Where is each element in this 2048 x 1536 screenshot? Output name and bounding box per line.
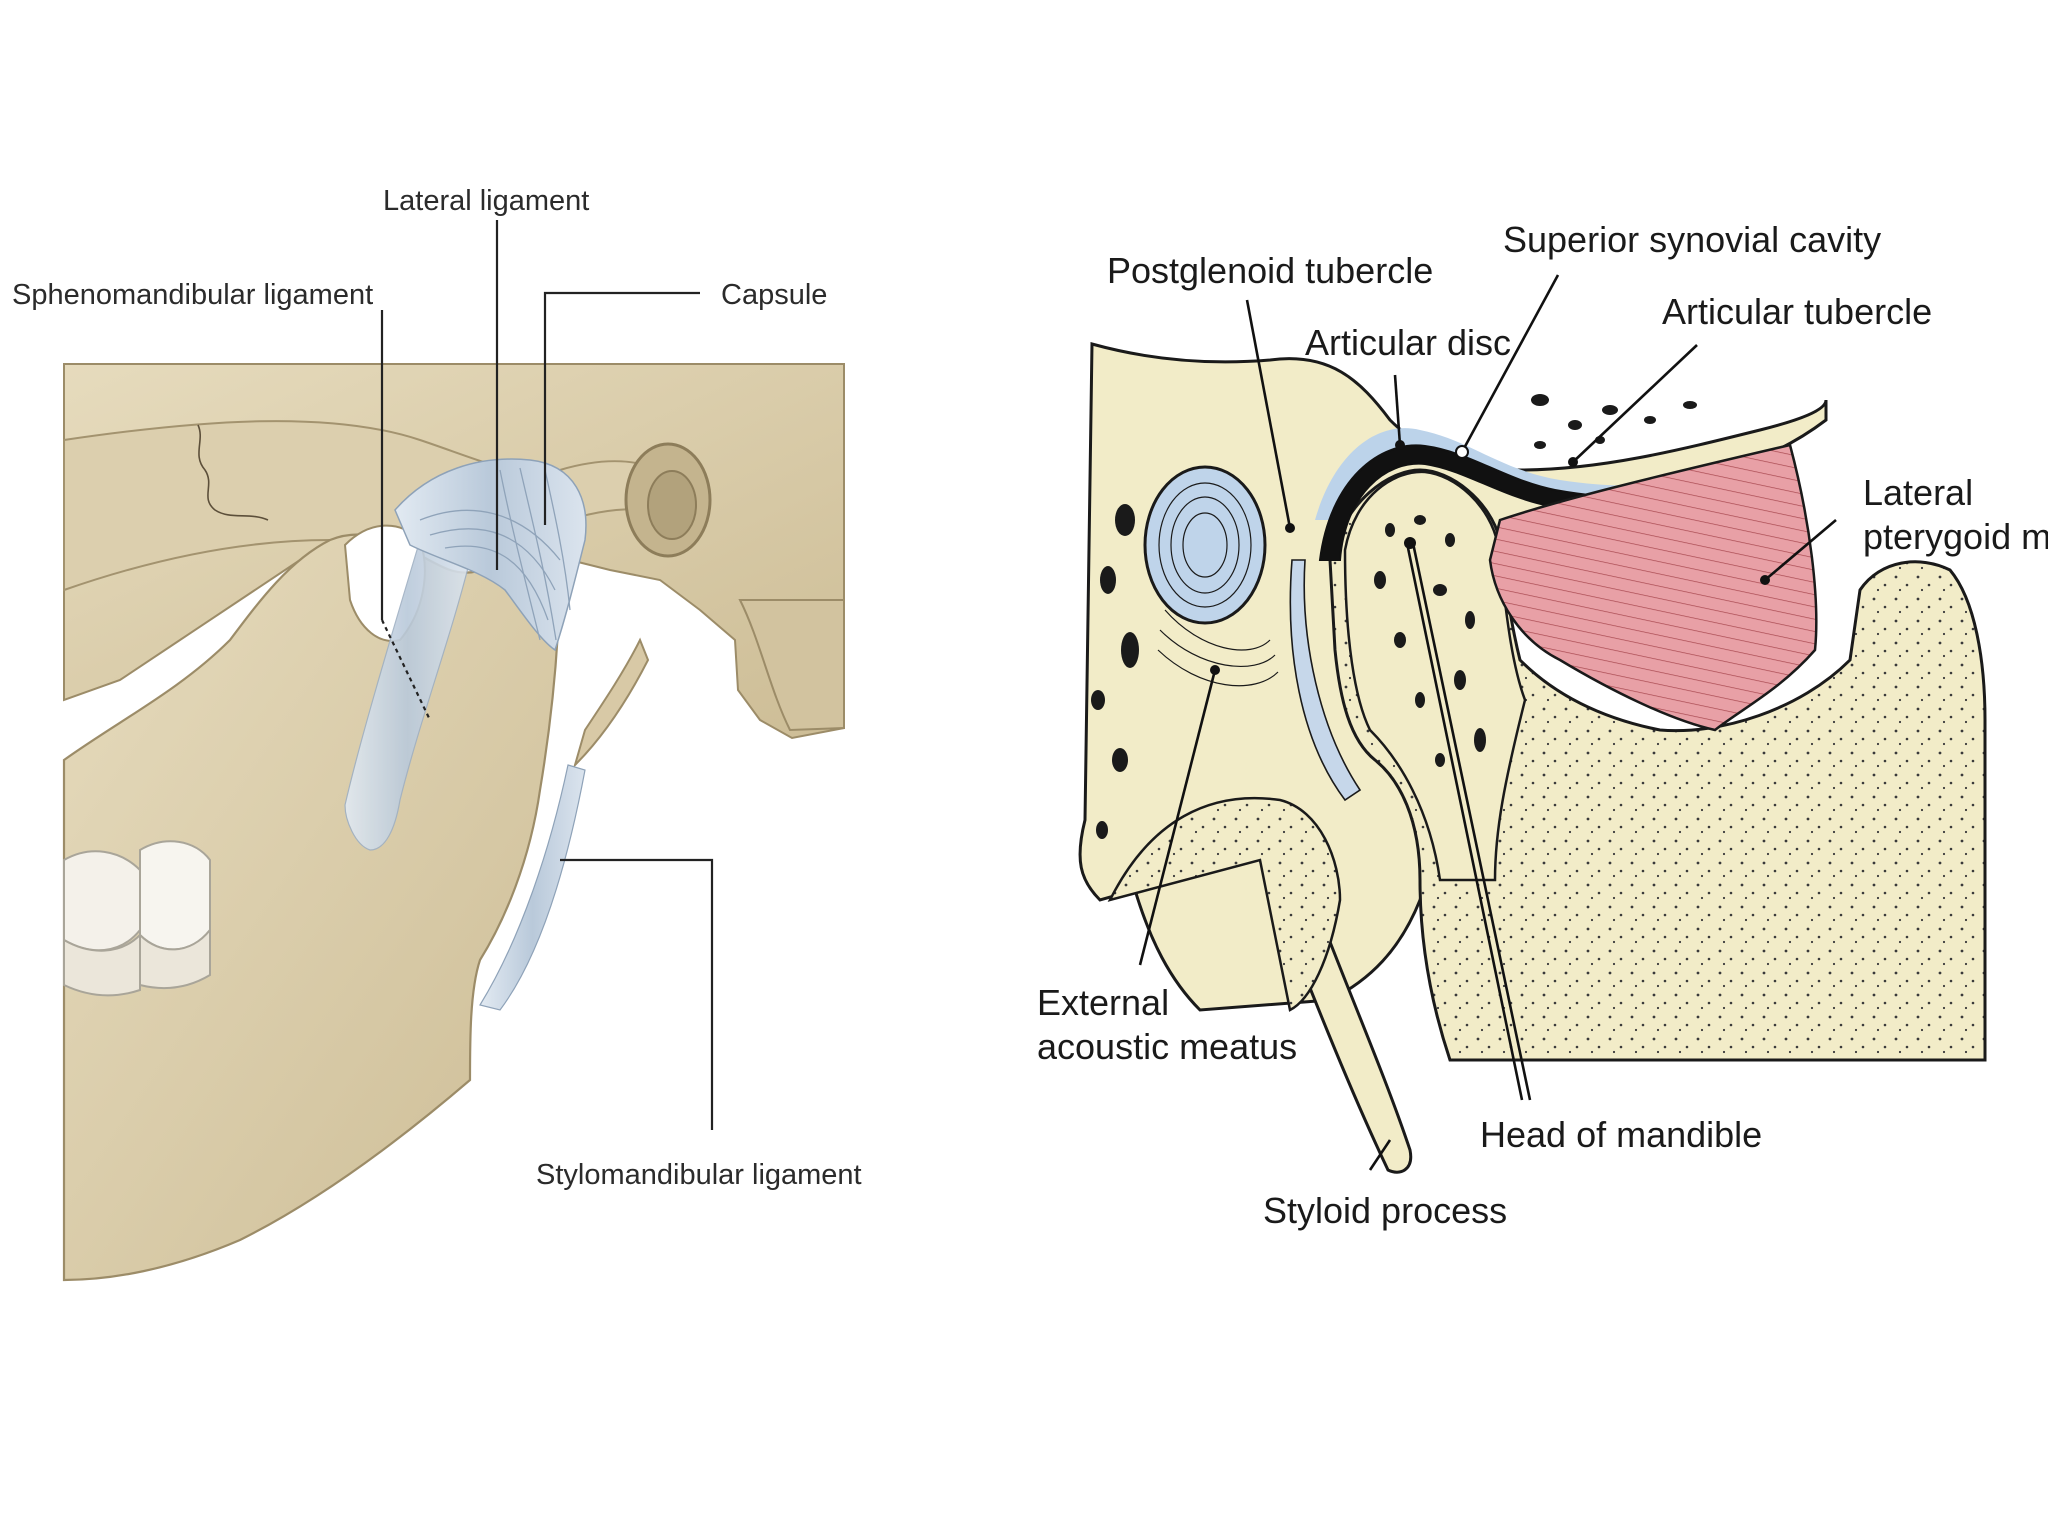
right-illustration: Postglenoid tubercle Superior synovial c… <box>1037 219 2048 1231</box>
ligament-fibers <box>419 467 571 641</box>
label-head-of-mandible: Head of mandible <box>1480 1114 1762 1155</box>
label-capsule: Capsule <box>721 279 827 311</box>
lateral-pterygoid-muscle <box>1488 443 1818 732</box>
bone-trabeculae <box>1091 394 1697 839</box>
stylomandibular-ligament-band <box>479 764 586 1011</box>
left-leader-lines <box>380 220 714 1130</box>
styloid-process-left <box>572 637 650 769</box>
right-leader-lines <box>1138 274 1837 1171</box>
label-external-acoustic-meatus-line2: acoustic meatus <box>1037 1026 1297 1067</box>
tympanic-plate <box>1107 796 1342 1012</box>
label-sphenomandibular-ligament: Sphenomandibular ligament <box>12 279 373 311</box>
left-illustration: Lateral ligament Sphenomandibular ligame… <box>12 185 862 1282</box>
label-stylomandibular-ligament: Stylomandibular ligament <box>536 1159 862 1191</box>
label-articular-disc: Articular disc <box>1305 322 1511 363</box>
label-external-acoustic-meatus-line1: External <box>1037 982 1169 1023</box>
external-acoustic-meatus-cavity <box>1143 465 1267 625</box>
mandible <box>62 533 562 1282</box>
label-lateral-pterygoid-line1: Lateral <box>1863 472 1973 513</box>
sphenomandibular-ligament-band <box>344 539 471 851</box>
label-styloid-process: Styloid process <box>1263 1190 1507 1231</box>
tympanic-striations <box>1157 482 1279 687</box>
label-superior-synovial-cavity: Superior synovial cavity <box>1503 219 1881 260</box>
label-lateral-ligament: Lateral ligament <box>383 185 589 217</box>
inferior-synovial-band <box>1289 559 1362 802</box>
label-lateral-pterygoid-line2: pterygoid m. <box>1863 516 2048 557</box>
mastoid-process <box>738 599 845 732</box>
suture-line <box>197 424 269 521</box>
label-postglenoid-tubercle: Postglenoid tubercle <box>1107 250 1433 291</box>
label-articular-tubercle: Articular tubercle <box>1662 291 1932 332</box>
molar-teeth <box>63 840 211 997</box>
condyle-trabeculae <box>1374 515 1486 767</box>
